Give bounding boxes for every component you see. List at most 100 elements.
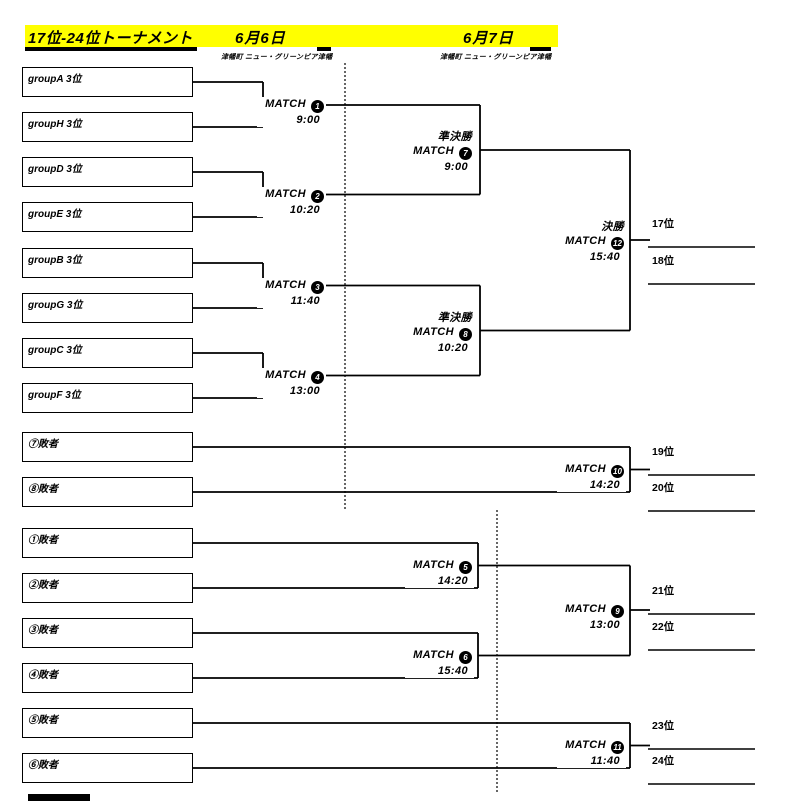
entrant-label: ④敗者 bbox=[28, 670, 58, 681]
entrant-box: groupB 3位 bbox=[22, 248, 193, 278]
match-word: MATCH bbox=[265, 368, 306, 381]
match-word: MATCH bbox=[565, 738, 606, 751]
entrant-box: groupG 3位 bbox=[22, 293, 193, 323]
entrant-label: ⑥敗者 bbox=[28, 760, 58, 771]
match-number-badge: 3 bbox=[311, 280, 324, 294]
match-name-row: MATCH 6 bbox=[413, 648, 472, 664]
match-time: 14:20 bbox=[437, 574, 468, 587]
entrant-label: groupC 3位 bbox=[28, 345, 82, 356]
rank-label: 24位 bbox=[652, 755, 675, 767]
round-label: 決勝 bbox=[601, 221, 624, 233]
day1-label: 6月6日 bbox=[235, 30, 286, 47]
match-word: MATCH bbox=[565, 462, 606, 475]
match-time: 10:20 bbox=[289, 203, 320, 216]
match-number-badge: 8 bbox=[459, 327, 472, 341]
header-tick bbox=[317, 47, 331, 51]
match-number-badge: 11 bbox=[611, 740, 624, 754]
match-number-badge: 9 bbox=[611, 605, 624, 618]
match-time: 11:40 bbox=[290, 294, 320, 307]
entrant-label: groupD 3位 bbox=[28, 164, 82, 175]
entrant-box: groupA 3位 bbox=[22, 67, 193, 97]
match-word: MATCH bbox=[565, 603, 606, 615]
match-number-badge: 6 bbox=[459, 650, 472, 664]
match-name-row: MATCH 4 bbox=[265, 368, 324, 384]
page-title: 17位-24位トーナメント bbox=[28, 30, 193, 47]
match-time: 11:40 bbox=[590, 754, 620, 767]
rank-label: 23位 bbox=[652, 720, 675, 732]
match-name-row: MATCH 9 bbox=[565, 602, 624, 618]
match-name-row: MATCH 3 bbox=[265, 278, 324, 294]
entrant-label: ⑦敗者 bbox=[28, 439, 58, 450]
match-word: MATCH bbox=[265, 278, 306, 291]
rank-label: 18位 bbox=[652, 255, 675, 267]
match-name-row: MATCH 7 bbox=[413, 144, 472, 160]
match-word: MATCH bbox=[413, 558, 454, 571]
entrant-box: ①敗者 bbox=[22, 528, 193, 558]
entrant-label: ①敗者 bbox=[28, 535, 58, 546]
match-time: 15:40 bbox=[589, 251, 620, 263]
match-name-row: MATCH 5 bbox=[413, 558, 472, 574]
match-time: 15:40 bbox=[437, 664, 468, 677]
match-time: 9:00 bbox=[444, 161, 468, 173]
header-tick bbox=[530, 47, 551, 51]
match-name-row: MATCH 11 bbox=[565, 738, 624, 754]
entrant-box: ③敗者 bbox=[22, 618, 193, 648]
entrant-box: groupD 3位 bbox=[22, 157, 193, 187]
entrant-box: ⑤敗者 bbox=[22, 708, 193, 738]
entrant-label: ⑧敗者 bbox=[28, 484, 58, 495]
rank-label: 17位 bbox=[652, 218, 675, 230]
entrant-box: groupH 3位 bbox=[22, 112, 193, 142]
match-name-row: MATCH 8 bbox=[413, 325, 472, 341]
entrant-label: groupG 3位 bbox=[28, 300, 83, 311]
entrant-box: ⑧敗者 bbox=[22, 477, 193, 507]
match-time: 13:00 bbox=[289, 384, 320, 397]
match-word: MATCH bbox=[413, 325, 454, 338]
match-number-badge: 5 bbox=[459, 560, 472, 574]
entrant-box: groupE 3位 bbox=[22, 202, 193, 232]
entrant-label: groupF 3位 bbox=[28, 390, 81, 401]
entrant-label: groupH 3位 bbox=[28, 119, 82, 130]
match-number-badge: 12 bbox=[611, 237, 624, 250]
rank-label: 22位 bbox=[652, 621, 675, 633]
match-number-badge: 10 bbox=[611, 464, 624, 478]
day2-label: 6月7日 bbox=[463, 30, 514, 47]
venue-day1: 津幡町 ニュー・グリーンピア津幡 bbox=[221, 54, 333, 61]
entrant-box: ⑦敗者 bbox=[22, 432, 193, 462]
match-number-badge: 4 bbox=[311, 370, 324, 384]
match-time: 9:00 bbox=[296, 114, 320, 126]
entrant-box: groupF 3位 bbox=[22, 383, 193, 413]
header-bar: 17位-24位トーナメント 6月6日 6月7日 bbox=[25, 25, 558, 47]
match-number-badge: 1 bbox=[311, 100, 324, 113]
entrant-label: ⑤敗者 bbox=[28, 715, 58, 726]
entrant-box: ②敗者 bbox=[22, 573, 193, 603]
entrant-label: ③敗者 bbox=[28, 625, 58, 636]
match-time: 14:20 bbox=[589, 478, 620, 491]
match-name-row: MATCH 10 bbox=[565, 462, 624, 478]
rank-label: 20位 bbox=[652, 482, 675, 494]
entrant-box: groupC 3位 bbox=[22, 338, 193, 368]
match-word: MATCH bbox=[413, 648, 454, 661]
page-bottom-bar bbox=[28, 794, 90, 801]
entrant-label: groupA 3位 bbox=[28, 74, 82, 85]
match-word: MATCH bbox=[413, 145, 454, 157]
entrant-box: ④敗者 bbox=[22, 663, 193, 693]
match-number-badge: 2 bbox=[311, 189, 324, 203]
match-word: MATCH bbox=[265, 98, 306, 110]
match-name-row: MATCH 1 bbox=[265, 97, 324, 113]
match-number-badge: 7 bbox=[459, 147, 472, 160]
round-label: 準決勝 bbox=[437, 311, 472, 324]
